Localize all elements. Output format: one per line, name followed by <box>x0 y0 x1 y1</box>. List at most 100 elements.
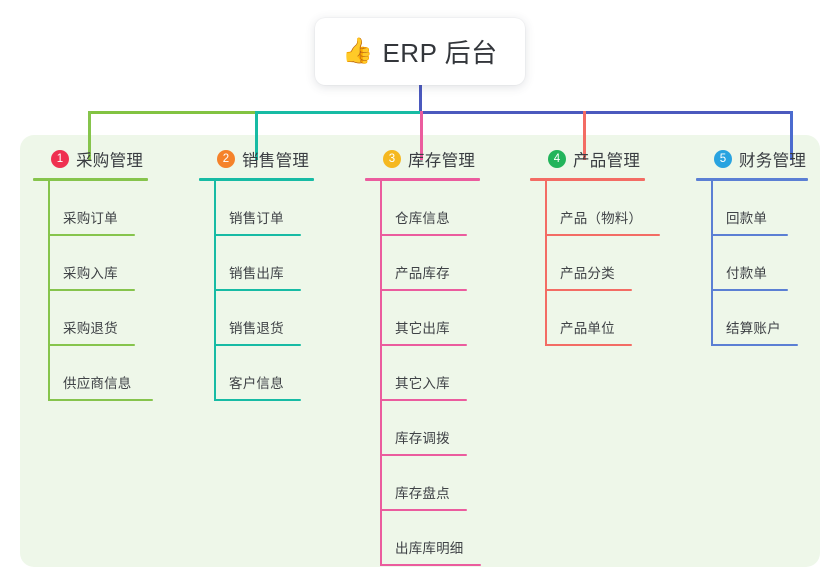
module-item-list: 仓库信息产品库存其它出库其它入库库存调拨库存盘点出库库明细 <box>365 181 515 566</box>
module-spine <box>711 181 713 346</box>
module-item-rule <box>214 234 301 236</box>
module-header-2[interactable]: 2 销售管理 <box>199 146 349 172</box>
module-item[interactable]: 销售退货 <box>199 291 349 346</box>
module-item-rule <box>380 454 467 456</box>
module-spine <box>380 181 382 566</box>
module-item-label: 供应商信息 <box>63 376 132 391</box>
bus-segment-1 <box>88 111 257 114</box>
module-item[interactable]: 供应商信息 <box>33 346 183 401</box>
thumbs-up-icon: 👍 <box>342 37 374 65</box>
module-item-rule <box>380 344 467 346</box>
module-item[interactable]: 出库库明细 <box>365 511 515 566</box>
module-item[interactable]: 客户信息 <box>199 346 349 401</box>
module-header-5[interactable]: 5 财务管理 <box>696 146 839 172</box>
module-item[interactable]: 采购订单 <box>33 181 183 236</box>
module-item[interactable]: 产品库存 <box>365 236 515 291</box>
module-item-label: 仓库信息 <box>395 211 450 226</box>
module-item-rule <box>48 399 153 401</box>
module-spine <box>48 181 50 401</box>
module-column-5: 5 财务管理回款单付款单结算账户 <box>696 146 839 346</box>
module-item-label: 库存盘点 <box>395 486 450 501</box>
module-item-label: 销售出库 <box>229 266 284 281</box>
module-number-badge: 4 <box>548 150 566 168</box>
module-header-rule <box>33 178 148 181</box>
module-item[interactable]: 付款单 <box>696 236 839 291</box>
module-item[interactable]: 库存盘点 <box>365 456 515 511</box>
branch-drop-line-2 <box>255 111 258 160</box>
module-item[interactable]: 采购入库 <box>33 236 183 291</box>
module-item-rule <box>380 289 467 291</box>
module-item-label: 结算账户 <box>726 321 781 336</box>
module-item-rule <box>711 289 788 291</box>
module-item-rule <box>545 234 660 236</box>
module-item[interactable]: 产品单位 <box>530 291 680 346</box>
module-item[interactable]: 库存调拨 <box>365 401 515 456</box>
module-header-4[interactable]: 4 产品管理 <box>530 146 680 172</box>
module-item-rule <box>380 509 467 511</box>
module-header-rule <box>530 178 645 181</box>
module-item[interactable]: 回款单 <box>696 181 839 236</box>
module-item-label: 采购退货 <box>63 321 118 336</box>
branch-drop-line-1 <box>88 111 91 160</box>
module-item[interactable]: 产品分类 <box>530 236 680 291</box>
module-item-label: 其它出库 <box>395 321 450 336</box>
module-item-rule <box>48 344 135 346</box>
module-header-rule <box>696 178 808 181</box>
module-title: 销售管理 <box>242 152 310 170</box>
module-spine <box>214 181 216 401</box>
bus-segment-2 <box>255 111 422 114</box>
module-column-3: 3 库存管理仓库信息产品库存其它出库其它入库库存调拨库存盘点出库库明细 <box>365 146 515 566</box>
module-item-label: 采购入库 <box>63 266 118 281</box>
module-header-rule <box>365 178 480 181</box>
module-item-label: 产品（物料） <box>560 211 643 226</box>
module-item[interactable]: 仓库信息 <box>365 181 515 236</box>
branch-drop-line-4 <box>583 111 586 160</box>
root-node-title: ERP 后台 <box>382 38 498 68</box>
module-title: 产品管理 <box>573 152 641 170</box>
module-title: 库存管理 <box>408 152 476 170</box>
module-item-label: 其它入库 <box>395 376 450 391</box>
module-item-list: 销售订单销售出库销售退货客户信息 <box>199 181 349 401</box>
module-item-label: 产品库存 <box>395 266 450 281</box>
modules-panel <box>20 135 820 567</box>
module-number-badge: 2 <box>217 150 235 168</box>
module-item-rule <box>545 289 632 291</box>
module-item-label: 销售订单 <box>229 211 284 226</box>
root-node-content: 👍 ERP 后台 <box>342 33 497 70</box>
module-item[interactable]: 销售订单 <box>199 181 349 236</box>
root-stem-line <box>419 85 422 114</box>
module-item-list: 回款单付款单结算账户 <box>696 181 839 346</box>
module-item[interactable]: 产品（物料） <box>530 181 680 236</box>
module-item[interactable]: 结算账户 <box>696 291 839 346</box>
module-item[interactable]: 其它出库 <box>365 291 515 346</box>
module-item-label: 出库库明细 <box>395 541 464 556</box>
module-item-label: 产品单位 <box>560 321 615 336</box>
module-item[interactable]: 销售出库 <box>199 236 349 291</box>
bus-segment-3 <box>420 111 793 114</box>
module-item-rule <box>214 399 301 401</box>
module-number-badge: 3 <box>383 150 401 168</box>
module-header-3[interactable]: 3 库存管理 <box>365 146 515 172</box>
module-item-label: 产品分类 <box>560 266 615 281</box>
module-title: 财务管理 <box>739 152 807 170</box>
root-node-card[interactable]: 👍 ERP 后台 <box>315 18 525 85</box>
module-item-rule <box>48 289 135 291</box>
module-item-rule <box>380 234 467 236</box>
module-item-rule <box>48 234 135 236</box>
module-number-badge: 1 <box>51 150 69 168</box>
module-item[interactable]: 其它入库 <box>365 346 515 401</box>
module-header-rule <box>199 178 314 181</box>
branch-drop-line-5 <box>790 111 793 160</box>
module-number-badge: 5 <box>714 150 732 168</box>
module-item-rule <box>545 344 632 346</box>
module-item-rule <box>380 564 481 566</box>
module-item-rule <box>711 234 788 236</box>
module-item-list: 产品（物料） 产品分类产品单位 <box>530 181 680 346</box>
module-item-label: 付款单 <box>726 266 768 281</box>
module-item-label: 库存调拨 <box>395 431 450 446</box>
module-item-label: 客户信息 <box>229 376 284 391</box>
module-item[interactable]: 采购退货 <box>33 291 183 346</box>
